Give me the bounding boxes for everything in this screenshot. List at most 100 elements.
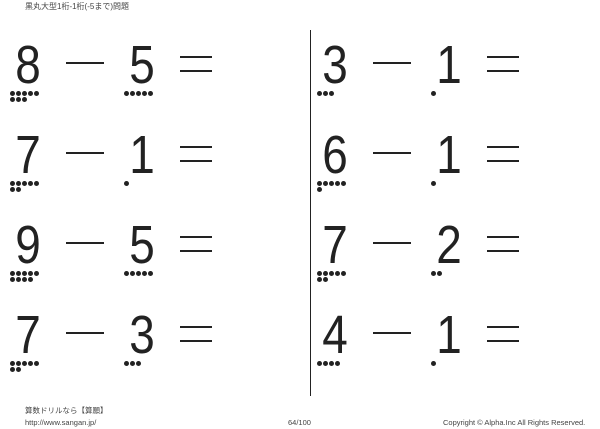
dot xyxy=(317,271,322,276)
dot xyxy=(28,181,33,186)
minuend: 6 xyxy=(315,125,355,192)
dot xyxy=(22,277,27,282)
digit: 1 xyxy=(436,125,462,185)
dot-counter xyxy=(10,91,42,102)
subtrahend: 2 xyxy=(429,215,469,276)
dot xyxy=(10,181,15,186)
subtrahend: 1 xyxy=(122,125,162,186)
minuend: 9 xyxy=(8,215,48,282)
dot xyxy=(317,187,322,192)
dot xyxy=(22,181,27,186)
minus-sign xyxy=(373,332,411,334)
minus-sign xyxy=(66,152,104,154)
digit: 6 xyxy=(322,125,348,185)
dot xyxy=(16,181,21,186)
dot-counter xyxy=(317,361,349,366)
dot-counter xyxy=(317,91,349,96)
dot xyxy=(34,91,39,96)
minuend: 7 xyxy=(8,305,48,372)
footer-url[interactable]: http://www.sangan.jp/ xyxy=(25,418,97,427)
equals-sign xyxy=(487,56,519,72)
digit: 2 xyxy=(436,215,462,275)
dot xyxy=(323,181,328,186)
subtrahend: 3 xyxy=(122,308,162,366)
subtrahend: 5 xyxy=(122,215,162,276)
dot xyxy=(329,91,334,96)
dot xyxy=(136,91,141,96)
dot xyxy=(317,277,322,282)
dot xyxy=(10,91,15,96)
dot xyxy=(10,97,15,102)
dot xyxy=(130,91,135,96)
dot xyxy=(124,91,129,96)
dot xyxy=(34,361,39,366)
dot xyxy=(22,97,27,102)
equals-sign xyxy=(180,146,212,162)
dot xyxy=(16,91,21,96)
minus-sign xyxy=(373,152,411,154)
dot xyxy=(335,181,340,186)
minus-sign xyxy=(373,242,411,244)
dot xyxy=(10,187,15,192)
dot xyxy=(323,271,328,276)
dot xyxy=(341,271,346,276)
dot xyxy=(335,271,340,276)
dot-counter xyxy=(431,91,463,96)
dot xyxy=(130,361,135,366)
minus-sign xyxy=(66,332,104,334)
dot xyxy=(136,271,141,276)
dot-counter xyxy=(317,181,349,192)
digit: 1 xyxy=(129,125,155,185)
dot xyxy=(22,271,27,276)
dot-counter xyxy=(431,181,463,186)
page-number: 64/100 xyxy=(288,418,311,427)
worksheet-title: 黒丸大型1桁-1桁(-5まで)問題 xyxy=(25,2,130,11)
digit: 3 xyxy=(322,35,348,95)
dot xyxy=(10,361,15,366)
dot xyxy=(142,91,147,96)
digit: 5 xyxy=(129,35,155,95)
dot-counter xyxy=(10,271,42,282)
minuend: 7 xyxy=(315,215,355,282)
digit: 1 xyxy=(436,35,462,95)
copyright: Copyright © Alpha.Inc All Rights Reserve… xyxy=(443,418,586,427)
dot xyxy=(317,181,322,186)
dot xyxy=(148,271,153,276)
dot xyxy=(16,277,21,282)
dot xyxy=(34,181,39,186)
minus-sign xyxy=(66,62,104,64)
dot xyxy=(431,91,436,96)
column-divider xyxy=(310,30,311,396)
digit: 4 xyxy=(322,305,348,365)
equals-sign xyxy=(487,326,519,342)
digit: 1 xyxy=(436,305,462,365)
dot xyxy=(16,187,21,192)
digit: 9 xyxy=(15,215,41,275)
dot-counter xyxy=(10,361,42,372)
dot-counter xyxy=(431,361,463,366)
dot xyxy=(142,271,147,276)
digit: 5 xyxy=(129,215,155,275)
dot xyxy=(431,361,436,366)
digit: 8 xyxy=(15,35,41,95)
minus-sign xyxy=(66,242,104,244)
digit: 7 xyxy=(15,305,41,365)
dot xyxy=(28,277,33,282)
digit: 7 xyxy=(322,215,348,275)
dot xyxy=(317,91,322,96)
equals-sign xyxy=(180,56,212,72)
dot xyxy=(28,91,33,96)
dot xyxy=(124,271,129,276)
subtrahend: 5 xyxy=(122,35,162,96)
dot xyxy=(329,271,334,276)
dot xyxy=(130,271,135,276)
dot xyxy=(329,361,334,366)
dot xyxy=(323,361,328,366)
subtrahend: 1 xyxy=(429,125,469,186)
equals-sign xyxy=(180,236,212,252)
dot xyxy=(22,91,27,96)
